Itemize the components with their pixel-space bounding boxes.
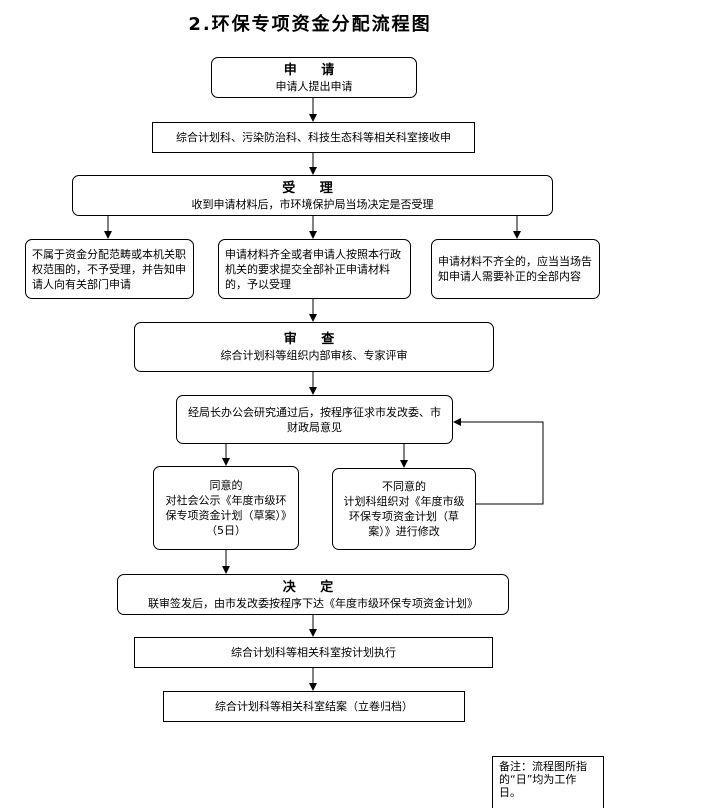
node-meeting-text: 经局长办公会研究通过后，按程序征求市发改委、市财政局意见 [188, 405, 441, 434]
footnote: 备注：流程图所指的“日”均为工作日。 [492, 756, 604, 808]
node-decide-head: 决 定 [282, 579, 344, 595]
node-reject: 不属于资金分配范畴或本机关职权范围的，不予受理，并告知申请人向有关部门申请 [25, 239, 194, 299]
node-meeting: 经局长办公会研究通过后，按程序征求市发改委、市财政局意见 [176, 395, 453, 444]
node-close-text: 综合计划科等相关科室结案（立卷归档） [215, 700, 413, 713]
node-apply: 申 请 申请人提出申请 [211, 57, 417, 98]
node-receive: 综合计划科、污染防治科、科技生态科等相关科室接收申 [152, 122, 475, 153]
node-incomplete-text: 申请材料不齐全的，应当当场告知申请人需要补正的全部内容 [438, 255, 592, 283]
node-apply-head: 申 请 [283, 62, 345, 78]
node-disagree: 不同意的 计划科组织对《年度市级环保专项资金计划（草案）》进行修改 [332, 468, 476, 550]
node-receive-text: 综合计划科、污染防治科、科技生态科等相关科室接收申 [176, 131, 451, 144]
page-title: 2.环保专项资金分配流程图 [188, 14, 432, 35]
node-incomplete: 申请材料不齐全的，应当当场告知申请人需要补正的全部内容 [431, 239, 600, 299]
node-accept: 受 理 收到申请材料后，市环境保护局当场决定是否受理 [72, 175, 553, 216]
node-complete: 申请材料齐全或者申请人按照本行政机关的要求提交全部补正申请材料的，予以受理 [218, 239, 411, 299]
node-review: 审 查 综合计划科等组织内部审核、专家评审 [134, 322, 494, 372]
node-agree-line2: 对社会公示《年度市级环保专项资金计划（草案）》（5日） [165, 494, 287, 537]
node-execute: 综合计划科等相关科室按计划执行 [134, 637, 493, 668]
arrow-disagree-loop [453, 418, 544, 505]
node-accept-text: 收到申请材料后，市环境保护局当场决定是否受理 [191, 197, 434, 211]
node-review-head: 审 查 [283, 332, 345, 347]
node-execute-text: 综合计划科等相关科室按计划执行 [231, 646, 396, 659]
node-decide-text: 联审签发后，由市发改委按程序下达《年度市级环保专项资金计划》 [148, 596, 478, 610]
node-agree: 同意的 对社会公示《年度市级环保专项资金计划（草案）》（5日） [153, 466, 299, 550]
node-complete-text: 申请材料齐全或者申请人按照本行政机关的要求提交全部补正申请材料的，予以受理 [225, 247, 401, 291]
node-accept-head: 受 理 [282, 180, 343, 196]
node-agree-line1: 同意的 [209, 479, 243, 492]
node-close: 综合计划科等相关科室结案（立卷归档） [163, 691, 465, 722]
node-decide: 决 定 联审签发后，由市发改委按程序下达《年度市级环保专项资金计划》 [117, 574, 509, 615]
node-disagree-line1: 不同意的 [382, 480, 426, 493]
node-disagree-line2: 计划科组织对《年度市级环保专项资金计划（草案）》进行修改 [343, 495, 465, 538]
node-apply-text: 申请人提出申请 [275, 79, 353, 93]
node-reject-text: 不属于资金分配范畴或本机关职权范围的，不予受理，并告知申请人向有关部门申请 [32, 247, 186, 291]
node-review-text: 综合计划科等组织内部审核、专家评审 [220, 349, 408, 362]
